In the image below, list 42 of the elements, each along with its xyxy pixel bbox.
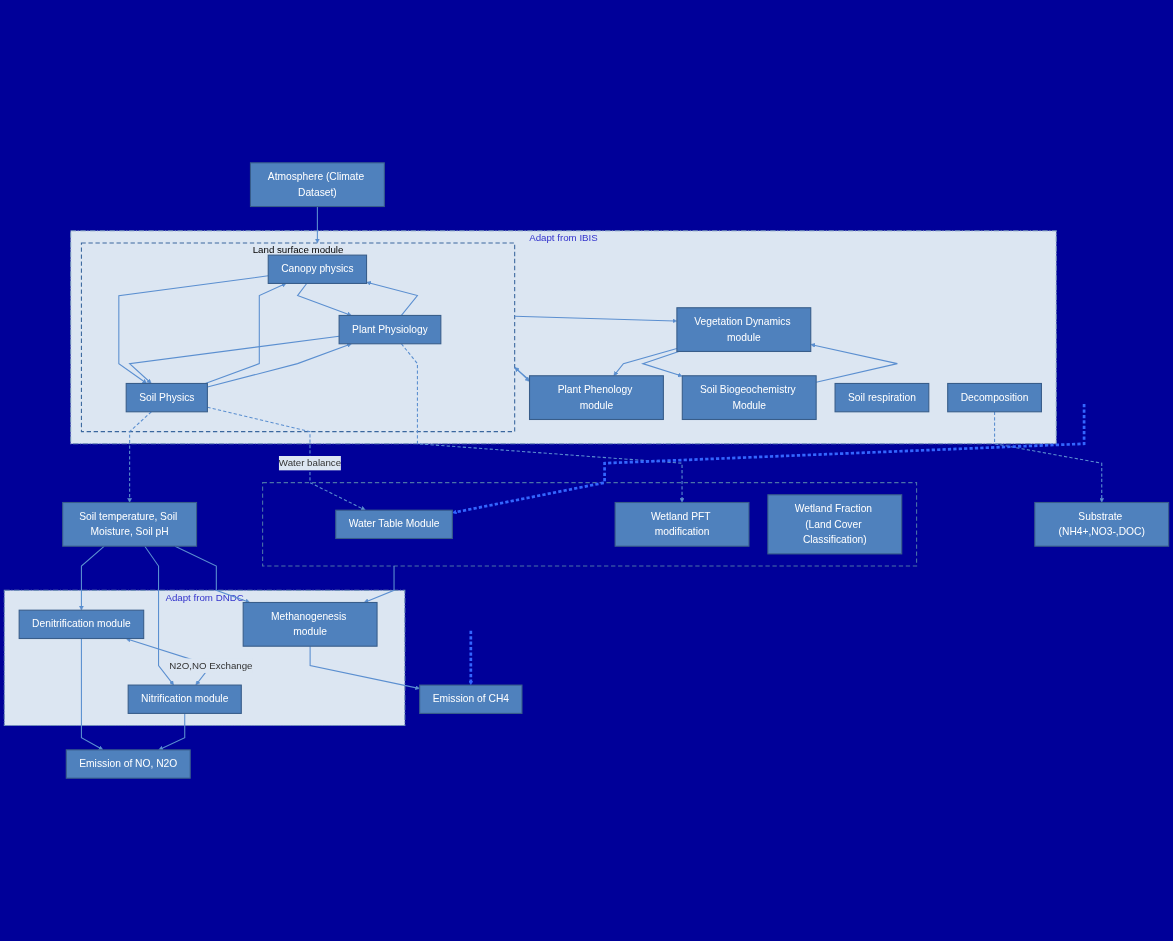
arrow [80, 638, 104, 751]
node-box: Plant Physiology [338, 314, 442, 345]
arrow [400, 343, 685, 503]
node-box: Water Table Module [335, 509, 453, 540]
arrow [309, 645, 420, 690]
node-box: Denitrification module [18, 609, 145, 640]
node-box: Methanogenesis module [242, 601, 378, 647]
node-box: Soil Biogeochemistry Module [681, 375, 817, 421]
node-box: Wetland Fraction (Land Cover Classification) [767, 494, 903, 555]
arrow [994, 411, 1105, 503]
arrow [79, 545, 105, 611]
node-box: Soil Physics [125, 382, 208, 413]
node-box: Canopy physics [267, 254, 368, 284]
arrow [296, 282, 352, 317]
arrow [468, 630, 474, 686]
arrow [366, 281, 419, 316]
arrow [641, 350, 683, 378]
node-box: Plant Phenology module [529, 375, 664, 421]
arrow [118, 275, 269, 384]
node-box: Soil respiration [834, 382, 930, 413]
node-box: Emission of CH4 [419, 684, 523, 714]
arrow [452, 404, 1086, 515]
node-box: Atmosphere (Climate Dataset) [249, 162, 385, 208]
node-box: Decomposition [947, 382, 1042, 413]
edge-label: N2O,NO Exchange [169, 659, 253, 671]
edge-label: Water balance [278, 457, 342, 469]
node-box: Vegetation Dynamics module [676, 307, 812, 352]
node-box: Soil temperature, Soil Moisture, Soil pH [62, 501, 198, 547]
arrow [204, 283, 287, 384]
arrow [363, 565, 395, 604]
node-box: Substrate (NH4+,NO3-,DOC) [1034, 501, 1170, 547]
arrow [128, 335, 340, 384]
node-box: Emission of NO, N2O [65, 749, 191, 779]
arrow [127, 411, 152, 503]
node-box: Nitrification module [127, 684, 242, 714]
node-box: Wetland PFT modification [614, 501, 750, 547]
cluster [262, 482, 918, 567]
arrow [144, 545, 174, 686]
arrow [158, 712, 186, 751]
arrow [174, 545, 251, 604]
arrow [315, 206, 320, 244]
arrow [810, 343, 898, 383]
